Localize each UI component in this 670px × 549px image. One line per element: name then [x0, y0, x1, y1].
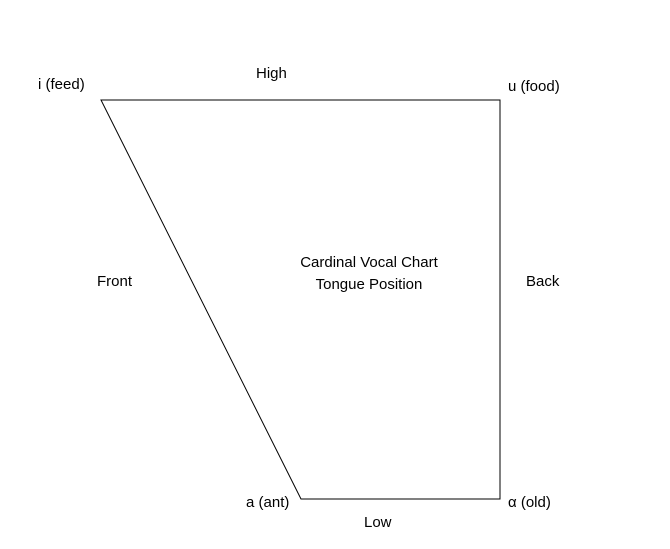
- chart-title-line-1: Cardinal Vocal Chart: [300, 254, 438, 271]
- vertex-label-bottom-right: α (old): [508, 494, 551, 511]
- chart-title: Cardinal Vocal Chart Tongue Position: [269, 252, 469, 296]
- vertex-label-bottom-left: a (ant): [246, 494, 290, 511]
- axis-label-right: Back: [526, 273, 560, 290]
- vertex-label-top-right: u (food): [508, 78, 560, 95]
- axis-label-top: High: [256, 65, 287, 82]
- axis-label-bottom: Low: [364, 514, 392, 531]
- chart-title-line-2: Tongue Position: [315, 276, 423, 293]
- vertex-label-top-left: i (feed): [38, 76, 85, 93]
- axis-label-left: Front: [97, 273, 133, 290]
- vowel-quadrilateral: [100, 99, 501, 500]
